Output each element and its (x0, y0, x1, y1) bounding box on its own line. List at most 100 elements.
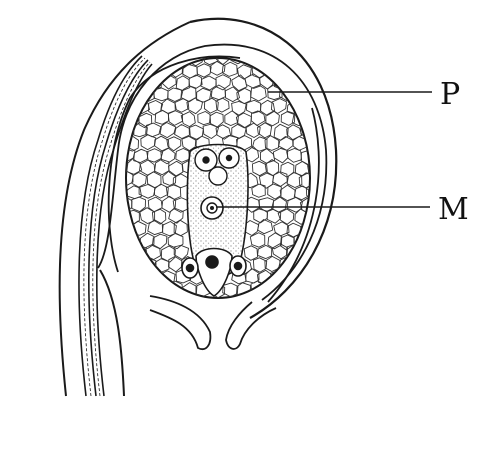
nucellus-cell (186, 97, 204, 115)
nucellus-cell (159, 121, 177, 139)
nucellus-cell (264, 255, 281, 273)
nucellus-cell (250, 84, 267, 102)
embryo-sac (181, 143, 249, 297)
funiculus (58, 21, 191, 397)
nucellus-cell (162, 170, 177, 186)
nucellus-cell (266, 62, 281, 79)
nucellus-cell (265, 110, 280, 127)
nucellus-cell (286, 222, 302, 238)
nucellus-cell (111, 207, 125, 223)
nucellus-cell (323, 62, 337, 77)
nucellus-cell (245, 99, 262, 114)
nucellus-cell (249, 232, 266, 248)
nucellus-cell (243, 245, 259, 261)
nucellus-cell (243, 58, 261, 67)
nucellus-cell (167, 87, 183, 102)
central-nucleus (200, 196, 224, 220)
nucellus-cell (126, 245, 134, 261)
nucellus-cell (271, 243, 289, 260)
outer-integument (189, 17, 338, 319)
nucellus-cell (180, 85, 197, 103)
nucellus-cell (126, 221, 133, 237)
nucellus-cell (167, 232, 184, 250)
nucellus-cell (146, 148, 164, 163)
nucellus-cell (131, 267, 148, 284)
nucellus-cell (188, 74, 203, 89)
nucellus-cell (257, 244, 273, 260)
nucellus-cell (259, 99, 276, 117)
nucellus-cell (139, 282, 155, 298)
label-m: M (438, 192, 469, 227)
nucellus-cell (105, 50, 119, 65)
nucellus-cell (307, 281, 310, 297)
nucellus-cell (231, 101, 247, 116)
nucellus-cell (277, 208, 295, 225)
nucellus-cell (126, 146, 136, 162)
nucellus-cell (323, 282, 337, 297)
nucellus-cell (267, 183, 282, 200)
antipodal-cells (194, 147, 240, 186)
nucellus-cell (251, 136, 268, 152)
nucellus-cell (174, 123, 190, 140)
nucellus-cell (293, 282, 309, 298)
nucellus-cell (138, 112, 153, 129)
nucellus-cell (252, 257, 268, 273)
nucellus-cell (126, 282, 140, 298)
nucellus-cell (306, 136, 310, 152)
nucellus-cell (257, 122, 273, 139)
nucellus-cell (251, 160, 268, 177)
nucellus-cell (154, 158, 170, 176)
nucellus-cell (291, 61, 307, 78)
nucellus-cell (133, 148, 149, 163)
nucellus-cell (270, 98, 287, 114)
nucellus-cell (131, 171, 147, 188)
nucellus-cell (267, 232, 283, 250)
nucellus-cell (251, 183, 266, 198)
nucellus-cell (209, 60, 226, 76)
nucellus-cell (245, 122, 261, 139)
nucellus-cell (224, 86, 241, 103)
nucellus-cell (215, 124, 232, 140)
nucellus-cell (131, 196, 146, 213)
nucellus-cell (273, 75, 288, 90)
nucellus-cell (264, 135, 280, 151)
nucellus-cell (168, 207, 184, 224)
nucellus-cell (286, 124, 303, 141)
nucellus-cell (126, 270, 136, 287)
label-p: P (440, 77, 460, 112)
nucellus-cell (230, 58, 245, 65)
inner-integument (107, 55, 241, 273)
nucellus-cell (196, 63, 212, 78)
nucellus-cell (257, 218, 274, 235)
nucellus-cell (148, 100, 164, 116)
micropyle (149, 295, 277, 350)
nucellus-cell (298, 100, 310, 115)
nucellus-cell (322, 162, 337, 176)
nucellus-cell (152, 283, 167, 298)
egg-apparatus (181, 247, 247, 297)
nucellus-cell (272, 147, 289, 164)
nucellus-cell (166, 136, 182, 152)
nucellus-cell (161, 220, 177, 237)
nucellus-cell (197, 110, 212, 126)
nucellus-cell (301, 58, 310, 65)
nucellus-cell (286, 148, 303, 163)
nucellus-cell (151, 208, 167, 225)
nucellus-cell (314, 51, 329, 65)
nucellus-cell (154, 183, 169, 199)
nucellus-cell (139, 232, 155, 250)
nucellus-cell (314, 271, 329, 286)
nucellus-cell (160, 147, 176, 165)
nucellus-cell (126, 135, 139, 152)
nucellus-cell (300, 149, 310, 165)
nucellus-cell (196, 87, 212, 103)
outer-integument-inner-edge (97, 43, 328, 301)
nucellus-cells (105, 50, 337, 298)
nucellus-cell (278, 63, 293, 79)
nucellus-cell (126, 257, 141, 274)
nucellus-cell (181, 282, 197, 298)
nucellus-cell (280, 110, 296, 126)
nucellus-cell (293, 185, 309, 201)
nucellus-cell (256, 58, 273, 67)
